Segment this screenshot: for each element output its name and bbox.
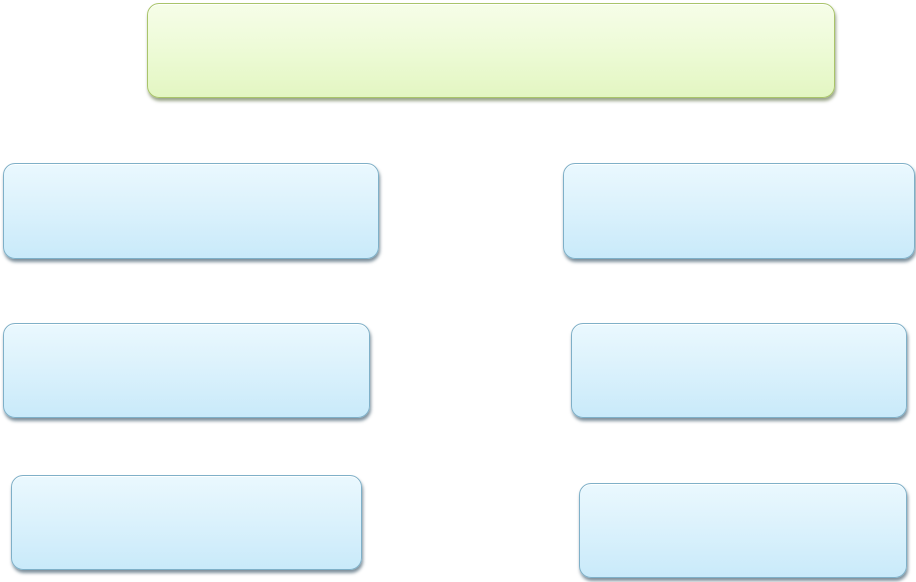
right-node-1	[563, 163, 915, 259]
left-node-1	[3, 163, 379, 259]
left-node-3	[11, 475, 362, 570]
right-node-3	[579, 483, 907, 578]
right-node-2	[571, 323, 907, 418]
top-node	[147, 3, 835, 98]
left-node-2	[3, 323, 370, 418]
